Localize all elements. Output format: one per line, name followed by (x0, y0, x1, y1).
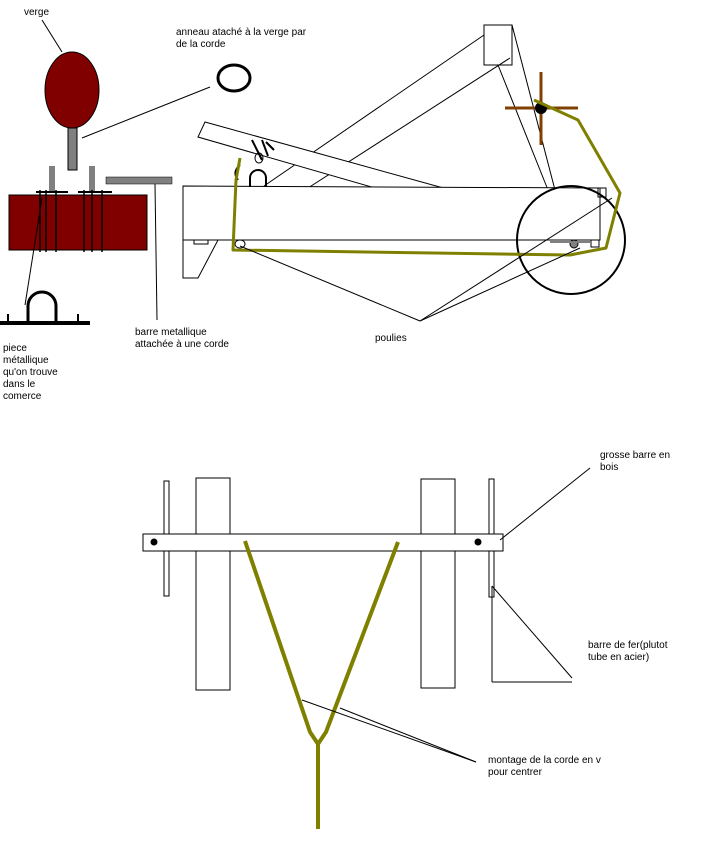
verge-head (44, 51, 100, 129)
pulley-top (597, 187, 607, 198)
label-barre-metallique: barre metallique attachée à une corde (135, 327, 229, 350)
verge-post-right (89, 166, 95, 192)
label-anneau: anneau ataché à la verge par de la corde (176, 27, 307, 50)
ring (216, 63, 252, 93)
post-left (195, 477, 231, 691)
label-barre-fer: barre de fer(plutot tube en acier) (588, 640, 668, 663)
leader-lines-bottom (301, 467, 591, 763)
cross (505, 72, 578, 145)
leader-lines-top (24, 19, 613, 322)
wooden-bar (142, 533, 504, 552)
pulley-left (234, 239, 246, 249)
post-right (420, 478, 456, 689)
metal-piece (0, 290, 90, 325)
seat-mount (249, 169, 267, 187)
red-block (8, 194, 148, 251)
wheel (516, 185, 626, 295)
bench-leg (182, 239, 219, 279)
cord-loop (231, 98, 622, 257)
main-bench (182, 185, 601, 241)
label-grosse-barre: grosse barre en bois (600, 450, 671, 473)
bolt-right (474, 538, 482, 546)
verge-shaft (67, 127, 78, 171)
front-view (142, 477, 504, 691)
label-piece: piece métallique qu'on trouve dans le co… (3, 343, 58, 402)
verge-post-left (49, 166, 55, 192)
bolt-left (150, 538, 158, 546)
verge-assembly (0, 51, 252, 325)
metal-bar (105, 176, 173, 185)
bench-foot (193, 239, 209, 245)
label-montage: montage de la corde en v pour centrer (488, 755, 601, 778)
machine-side-view (182, 24, 626, 295)
frame-line (497, 64, 549, 191)
label-poulies: poulies (375, 333, 407, 344)
pulley-right (590, 239, 600, 248)
label-verge: verge (24, 7, 50, 18)
v-cord (243, 540, 400, 829)
